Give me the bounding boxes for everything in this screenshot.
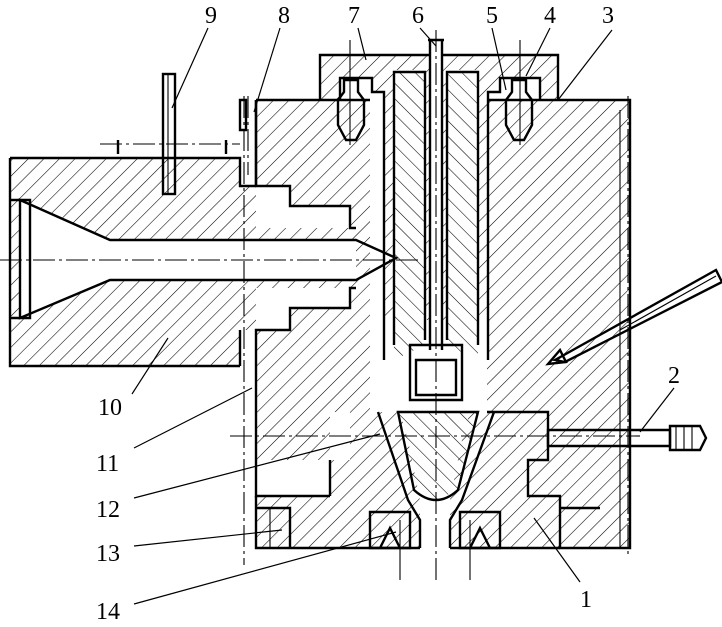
part-label-12: 12 — [96, 497, 120, 523]
top-bolts — [336, 40, 534, 145]
flange-bolt — [100, 72, 249, 196]
thermocouple-probe — [545, 268, 722, 366]
part-label-8: 8 — [278, 3, 290, 29]
part-label-13: 13 — [96, 541, 120, 567]
part-label-4: 4 — [544, 3, 556, 29]
leader-lines — [131, 27, 675, 605]
part-label-7: 7 — [348, 3, 360, 29]
center-rod — [428, 30, 444, 580]
bottom-bolts — [368, 510, 502, 580]
die-core-cone — [376, 343, 496, 548]
lower-die-ring — [254, 412, 600, 550]
mandrel-tube — [394, 72, 478, 360]
part-label-5: 5 — [486, 3, 498, 29]
part-label-11: 11 — [96, 451, 120, 477]
part-label-2: 2 — [668, 363, 680, 389]
adjustment-screw — [546, 424, 708, 452]
part-label-9: 9 — [205, 3, 217, 29]
part-label-3: 3 — [602, 3, 614, 29]
part-label-14: 14 — [96, 599, 120, 625]
barrel-connector — [0, 156, 420, 368]
part-label-6: 6 — [412, 3, 424, 29]
centre-lines — [230, 96, 640, 565]
part-label-10: 10 — [98, 395, 122, 421]
part-label-1: 1 — [580, 587, 592, 613]
